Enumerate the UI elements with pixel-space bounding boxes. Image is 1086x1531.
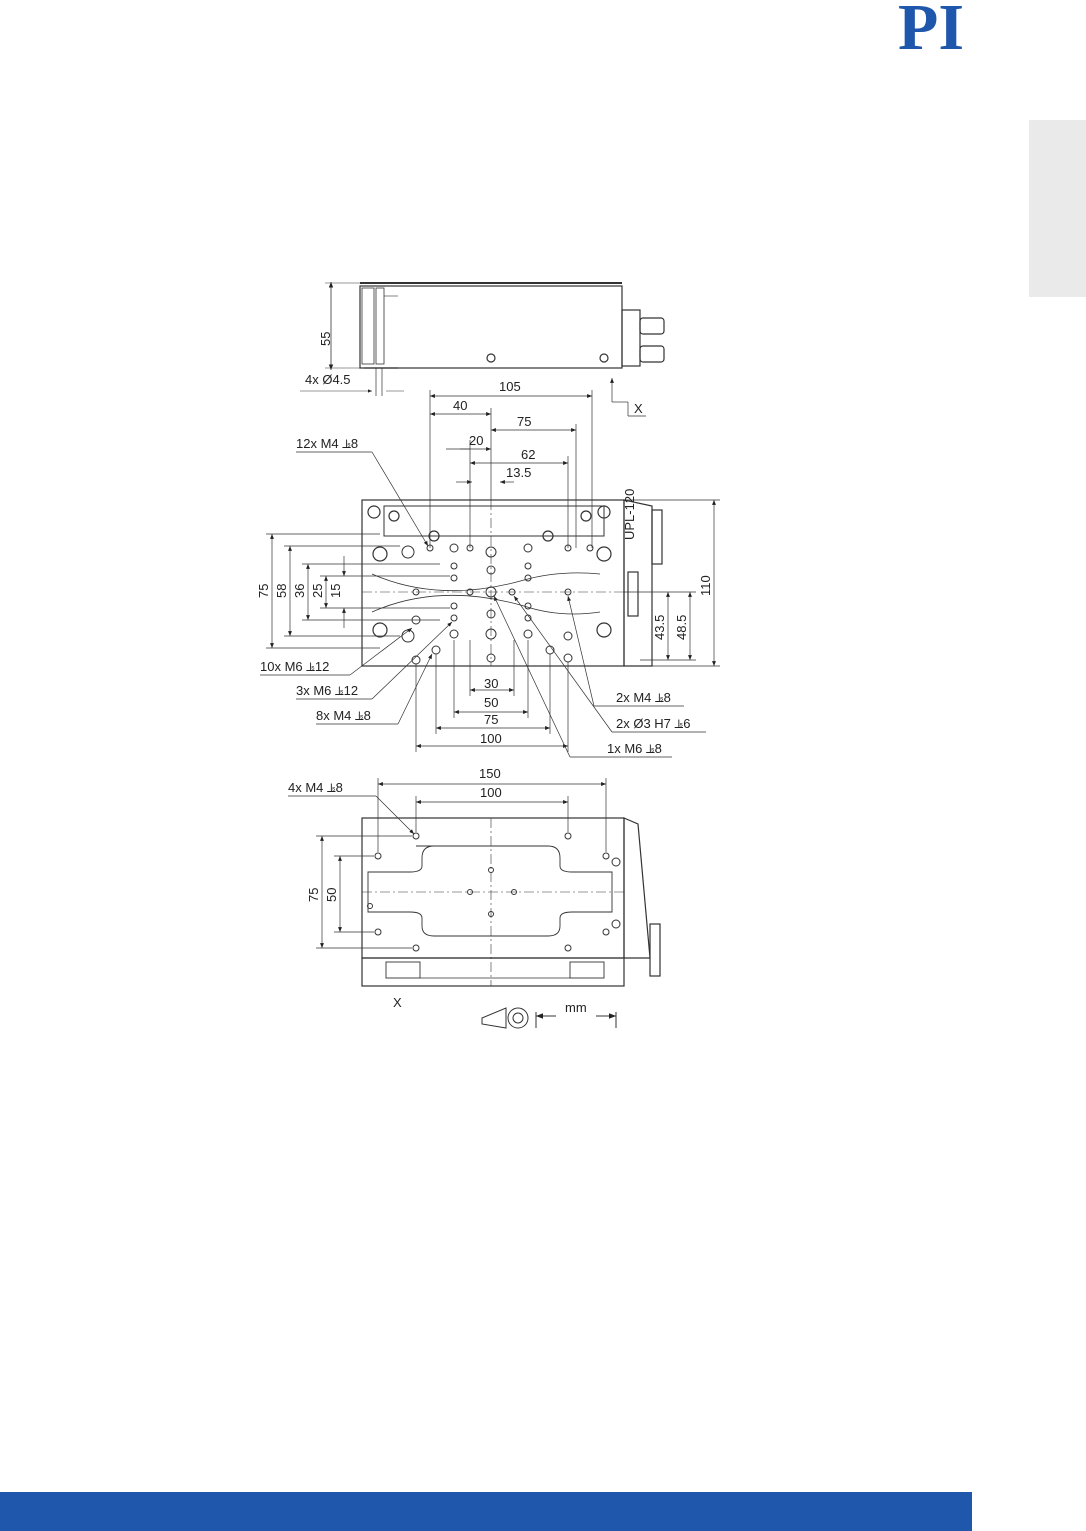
top-body: [361, 499, 625, 667]
callout-10x-m6: 10x M6 ⫡12: [260, 659, 329, 674]
callout-4x-m4: 4x M4 ⫡8: [288, 780, 343, 795]
callout-8x-m4: 8x M4 ⫡8: [316, 708, 371, 723]
callout-3x-m6: 3x M6 ⫡12: [296, 683, 358, 698]
callout-12x-m4: 12x M4 ⫡8: [296, 436, 358, 451]
dim-30: 30: [484, 676, 498, 691]
dim-20: 20: [469, 433, 483, 448]
dim-75-bottom: 75: [484, 712, 498, 727]
side-tab: [1029, 120, 1086, 297]
dim-25: 25: [310, 584, 325, 598]
dim-40: 40: [453, 398, 467, 413]
dim-100-bottom: 100: [480, 785, 502, 800]
dim-100: 100: [480, 731, 502, 746]
dim-58: 58: [274, 584, 289, 598]
bottom-axis-label: X: [393, 995, 402, 1010]
bottom-view: [288, 778, 661, 1029]
dim-36: 36: [292, 584, 307, 598]
technical-drawing: 55 4x Ø4.5 X: [256, 282, 720, 1029]
dim-48-5: 48.5: [674, 615, 689, 640]
dim-105: 105: [499, 379, 521, 394]
bottom-body: [361, 817, 625, 959]
footer-bar: [0, 1492, 972, 1531]
dim-150: 150: [479, 766, 501, 781]
dim-75-top: 75: [517, 414, 531, 429]
dim-43-5: 43.5: [652, 615, 667, 640]
pi-logo: PI: [898, 2, 964, 52]
screw-icon: [486, 353, 496, 363]
dim-50: 50: [484, 695, 498, 710]
dim-50-bottom-left: 50: [324, 888, 339, 902]
screw-icon: [599, 353, 609, 363]
callout-1x-m6: 1x M6 ⫡8: [607, 741, 662, 756]
side-view: [300, 282, 665, 417]
dim-62: 62: [521, 447, 535, 462]
side-height-dim: 55: [318, 332, 333, 346]
dim-110: 110: [698, 575, 713, 596]
dim-75-bottom-left: 75: [306, 888, 321, 902]
top-view: [260, 390, 720, 758]
dim-75-left: 75: [256, 584, 271, 598]
side-holes-label: 4x Ø4.5: [305, 372, 351, 387]
pi-logo-text: PI: [898, 2, 964, 52]
product-label: UPL-120: [622, 489, 637, 540]
dim-13-5: 13.5: [506, 465, 531, 480]
callout-2x-d3: 2x Ø3 H7 ⫡6: [616, 716, 690, 731]
unit-label: mm: [565, 1000, 587, 1015]
dim-15: 15: [328, 584, 343, 598]
callout-2x-m4: 2x M4 ⫡8: [616, 690, 671, 705]
side-axis-label: X: [634, 401, 643, 416]
side-body: [359, 285, 623, 369]
